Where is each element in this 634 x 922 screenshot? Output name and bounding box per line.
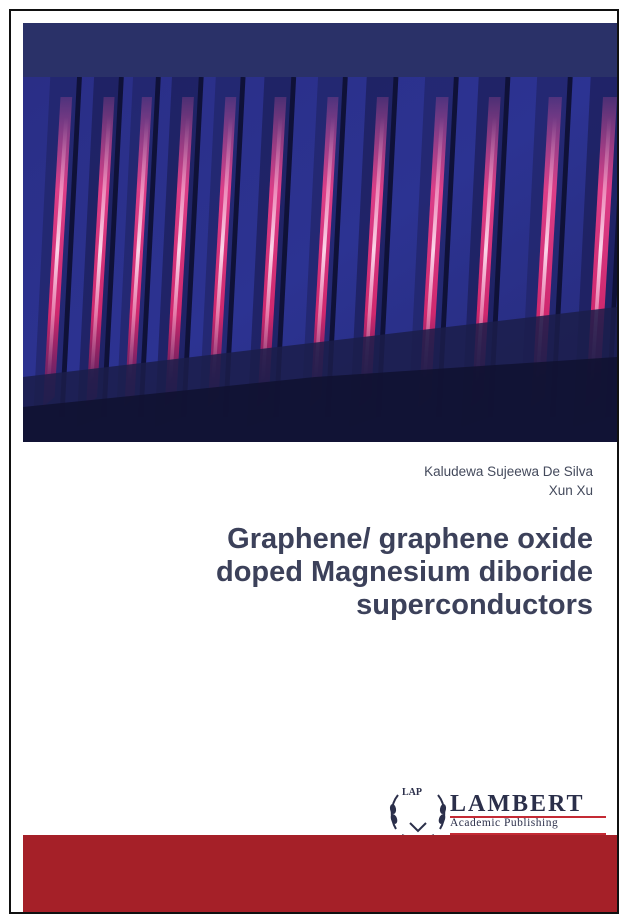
- book-cover: Kaludewa Sujeewa De Silva Xun Xu Graphen…: [23, 23, 617, 912]
- publisher-name: LAMBERT: [450, 791, 585, 817]
- author-name: Xun Xu: [548, 483, 593, 498]
- tube-glow: [46, 117, 69, 382]
- tube-glow: [127, 117, 150, 382]
- publisher-logo: LAP LAMBERT Academic Publishing: [388, 785, 608, 845]
- tube-glow: [168, 117, 190, 382]
- publisher-subtitle: Academic Publishing: [450, 817, 559, 829]
- cover-photo: [23, 77, 617, 442]
- tube-glow: [313, 117, 336, 382]
- cover-frame: Kaludewa Sujeewa De Silva Xun Xu Graphen…: [9, 9, 619, 914]
- tube-edge: [101, 77, 124, 418]
- tube-glow: [363, 117, 385, 382]
- title-line: doped Magnesium diboride: [215, 556, 593, 588]
- publisher-rule: [450, 816, 606, 818]
- photo-base-plate: [23, 357, 617, 442]
- lap-wreath-icon: [389, 794, 447, 840]
- cover-photo-illustration: [23, 77, 617, 442]
- title-line: superconductors: [356, 589, 593, 621]
- tube-glow: [211, 117, 233, 382]
- publisher-badge: LAP: [402, 787, 422, 798]
- tube-glow: [260, 117, 283, 382]
- bottom-color-band: [23, 835, 617, 912]
- book-title: Graphene/ graphene oxide doped Magnesium…: [73, 523, 593, 622]
- tube-edge: [59, 77, 82, 418]
- tube-glow: [89, 117, 112, 382]
- tube-edge: [138, 77, 161, 418]
- author-list: Kaludewa Sujeewa De Silva Xun Xu: [424, 462, 593, 500]
- tube-glow: [475, 117, 497, 382]
- top-color-band: [23, 23, 617, 77]
- author-name: Kaludewa Sujeewa De Silva: [424, 464, 593, 479]
- publisher-rule: [450, 833, 606, 835]
- tube-glow: [535, 117, 557, 382]
- title-line: Graphene/ graphene oxide: [227, 523, 593, 555]
- tube-glow: [422, 117, 445, 382]
